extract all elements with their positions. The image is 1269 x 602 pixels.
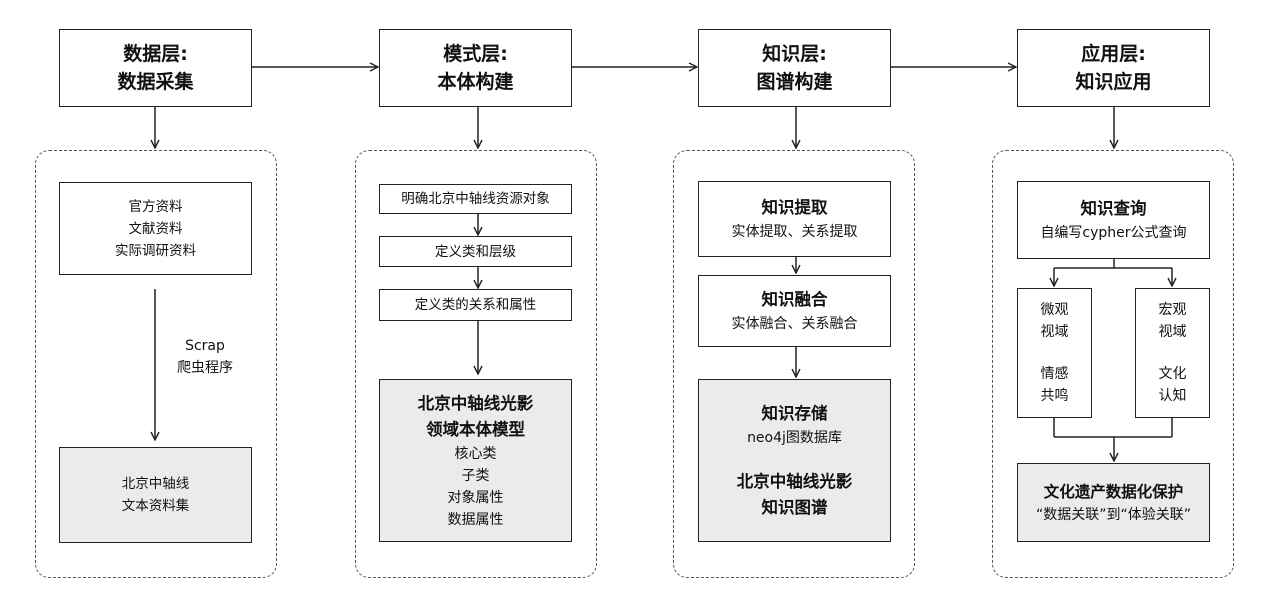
step-define-relations: 定义类的关系和属性 (379, 289, 572, 321)
result-title: 文化遗产数据化保护 (1043, 482, 1184, 501)
crawler-desc: 爬虫程序 (177, 360, 233, 376)
ontology-model-box: 北京中轴线光影 领域本体模型 核心类 子类 对象属性 数据属性 (379, 379, 572, 542)
layer-name: 应用层: (1081, 43, 1146, 65)
extraction-desc: 实体提取、关系提取 (731, 224, 858, 240)
step-label: 明确北京中轴线资源对象 (401, 191, 550, 207)
step-label: 定义类和层级 (435, 243, 516, 260)
micro-line1: 微观 (1040, 302, 1069, 318)
step-define-objects: 明确北京中轴线资源对象 (379, 184, 572, 214)
knowledge-extraction-box: 知识提取 实体提取、关系提取 (698, 181, 891, 257)
dataset-line2: 文本资料集 (121, 498, 190, 514)
macro-line4: 认知 (1158, 388, 1187, 404)
model-item-data-prop: 数据属性 (447, 511, 504, 528)
model-item-core: 核心类 (454, 445, 497, 462)
schema-layer-header: 模式层: 本体构建 (379, 29, 572, 107)
model-item-object-prop: 对象属性 (447, 489, 504, 506)
micro-line2: 视域 (1040, 324, 1069, 340)
knowledge-graph-box: 知识存储 neo4j图数据库 北京中轴线光影 知识图谱 (698, 379, 891, 542)
dataset-line1: 北京中轴线 (121, 476, 190, 492)
step-label: 定义类的关系和属性 (414, 297, 537, 313)
extraction-title: 知识提取 (761, 198, 828, 217)
data-layer-header: 数据层: 数据采集 (59, 29, 252, 107)
macro-line1: 宏观 (1158, 302, 1187, 318)
model-title-line1: 北京中轴线光影 (417, 393, 534, 413)
fusion-desc: 实体融合、关系融合 (731, 316, 858, 332)
data-sources-box: 官方资料 文献资料 实际调研资料 (59, 182, 252, 275)
layer-name: 模式层: (443, 43, 508, 65)
application-layer-header: 应用层: 知识应用 (1017, 29, 1210, 107)
micro-perspective-box: 微观 视域 情感 共鸣 (1017, 288, 1092, 418)
model-item-subclass: 子类 (461, 467, 490, 484)
source-official: 官方资料 (128, 198, 183, 215)
result-desc: “数据关联”到“体验关联” (1035, 506, 1191, 523)
fusion-title: 知识融合 (761, 290, 828, 309)
micro-line4: 共鸣 (1040, 388, 1069, 404)
step-define-classes: 定义类和层级 (379, 236, 572, 267)
model-title-line2: 领域本体模型 (426, 419, 525, 439)
macro-perspective-box: 宏观 视域 文化 认知 (1135, 288, 1210, 418)
graph-title-line1: 北京中轴线光影 (736, 471, 853, 491)
knowledge-layer-panel (673, 150, 915, 578)
source-fieldwork: 实际调研资料 (115, 242, 196, 259)
knowledge-layer-header: 知识层: 图谱构建 (698, 29, 891, 107)
data-layer-panel (35, 150, 277, 578)
macro-line3: 文化 (1158, 366, 1187, 382)
micro-line3: 情感 (1040, 366, 1069, 382)
layer-sub: 数据采集 (117, 71, 194, 93)
source-literature: 文献资料 (128, 220, 183, 237)
storage-desc: neo4j图数据库 (747, 429, 842, 446)
query-title: 知识查询 (1080, 199, 1147, 218)
text-dataset-box: 北京中轴线 文本资料集 (59, 447, 252, 543)
storage-title: 知识存储 (761, 403, 828, 423)
layer-name: 知识层: (762, 43, 827, 65)
layer-sub: 本体构建 (437, 71, 514, 93)
crawler-label: Scrap 爬虫程序 (160, 335, 250, 379)
graph-title-line2: 知识图谱 (761, 497, 828, 517)
heritage-protection-box: 文化遗产数据化保护 “数据关联”到“体验关联” (1017, 463, 1210, 542)
schema-layer-panel (355, 150, 597, 578)
layer-sub: 知识应用 (1075, 71, 1152, 93)
query-desc: 自编写cypher公式查询 (1040, 225, 1187, 241)
application-layer-panel (992, 150, 1234, 578)
macro-line2: 视域 (1158, 324, 1187, 340)
knowledge-fusion-box: 知识融合 实体融合、关系融合 (698, 275, 891, 347)
knowledge-query-box: 知识查询 自编写cypher公式查询 (1017, 181, 1210, 259)
layer-name: 数据层: (123, 43, 188, 65)
layer-sub: 图谱构建 (756, 71, 833, 93)
crawler-name: Scrap (185, 338, 225, 354)
